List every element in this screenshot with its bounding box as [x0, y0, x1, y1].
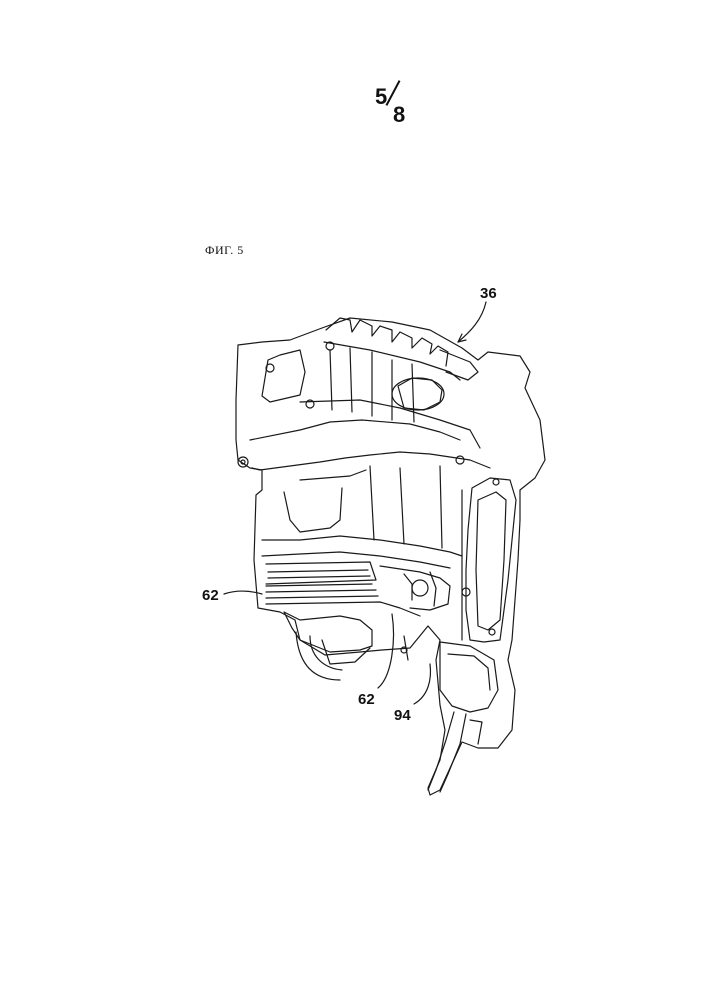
reference-numeral-62-bottom: 62	[358, 614, 393, 708]
lower-bracket	[284, 612, 408, 680]
bottom-lever	[428, 642, 498, 792]
vent-fins	[266, 562, 450, 616]
label-62-bottom: 62	[358, 691, 375, 708]
label-36: 36	[480, 285, 497, 302]
top-terminal-block	[324, 318, 478, 422]
label-94: 94	[394, 707, 411, 724]
reference-numeral-62-left: 62	[202, 587, 262, 604]
housing-outline	[236, 318, 545, 795]
handle-rail	[462, 478, 516, 642]
reference-numeral-36: 36	[458, 285, 497, 342]
reference-numeral-94: 94	[394, 664, 430, 724]
label-62-left: 62	[202, 587, 219, 604]
fastener-holes	[238, 342, 470, 596]
motor-housing	[262, 466, 462, 568]
